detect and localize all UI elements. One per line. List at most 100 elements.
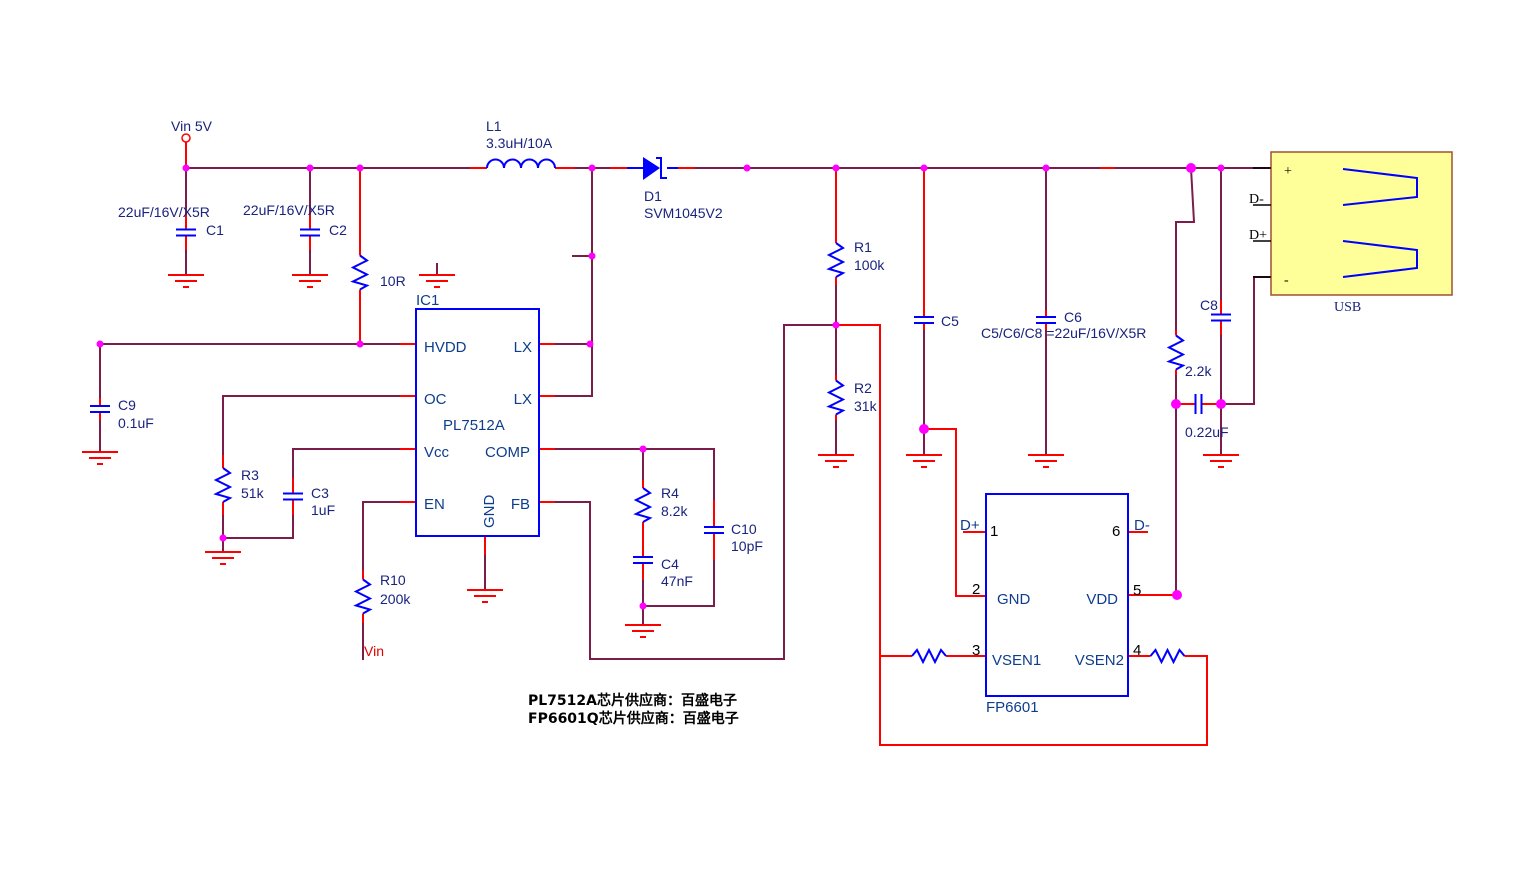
ground-icon	[1203, 443, 1239, 468]
junction-dot	[832, 321, 840, 329]
ground-icon	[1028, 443, 1064, 468]
r-2k2-value: 2.2k	[1185, 363, 1212, 379]
r3-value: 51k	[241, 485, 265, 501]
junction-dot	[1171, 399, 1181, 409]
wire	[222, 395, 400, 455]
symbols	[82, 133, 1453, 697]
ic1-pin-hvdd: HVDD	[424, 339, 467, 356]
usb-connector-body	[1270, 151, 1453, 296]
ic2-pin-vsen2: VSEN2	[1075, 652, 1124, 669]
ground-icon	[467, 578, 503, 603]
vin-net-label: Vin	[364, 643, 384, 659]
ground-icon	[82, 440, 118, 465]
r-10r-value: 10R	[380, 273, 406, 289]
c2-value: 22uF/16V/X5R	[243, 202, 335, 218]
ic1-pin-gnd: GND	[481, 495, 498, 529]
junction-dot	[356, 164, 364, 172]
ic2-pin5-num: 5	[1133, 582, 1141, 599]
ic2-pin-vdd: VDD	[1086, 591, 1118, 608]
wire	[643, 560, 715, 607]
diode-d1-icon	[643, 157, 667, 180]
junction-dot	[639, 602, 647, 610]
junction-dot	[306, 164, 314, 172]
resistor-zigzag	[350, 254, 370, 291]
resistor-zigzag	[911, 647, 947, 665]
capacitor-c8-icon	[1211, 300, 1231, 335]
wire	[555, 448, 715, 500]
c2-ref: C2	[329, 222, 347, 238]
r4-ref: R4	[661, 485, 679, 501]
ic2-pin1-num: 1	[990, 523, 998, 540]
wire	[555, 324, 836, 660]
resistor-r1-icon	[826, 235, 846, 285]
capacitor-c1-icon	[176, 215, 196, 250]
usb-contact-icon	[1342, 168, 1418, 206]
capacitor-c9-icon	[90, 398, 110, 420]
ground-icon	[292, 263, 328, 288]
resistor-vsen2-icon	[1149, 647, 1186, 665]
resistor-zigzag	[1166, 334, 1186, 371]
usb-pin-plus: +	[1284, 164, 1292, 179]
r2-value: 31k	[854, 398, 878, 414]
wire	[362, 501, 400, 570]
c10-ref: C10	[731, 521, 757, 537]
resistor-r4-icon	[633, 480, 653, 530]
ground-icon	[205, 540, 241, 565]
r10-ref: R10	[380, 572, 406, 588]
ic2-pin4-num: 4	[1133, 642, 1141, 659]
c-022-value: 0.22uF	[1185, 424, 1229, 440]
c3-ref: C3	[311, 485, 329, 501]
d1-value: SVM1045V2	[644, 205, 723, 221]
c8-ref: C8	[1200, 297, 1218, 313]
junction-dot	[1186, 163, 1196, 173]
ic1-pin-comp: COMP	[485, 444, 530, 461]
junction-dot	[96, 340, 104, 348]
wire	[1175, 167, 1196, 330]
c9-ref: C9	[118, 397, 136, 413]
ic2-part: FP6601	[986, 699, 1039, 716]
junctions	[96, 163, 1226, 610]
l1-value: 3.3uH/10A	[486, 135, 553, 151]
ic1-ref: IC1	[416, 292, 439, 309]
supplier-note-2: FP6601Q芯片供应商：百盛电子	[528, 710, 739, 727]
resistor-vsen1-icon	[910, 647, 948, 665]
ic1-pin-oc: OC	[424, 391, 447, 408]
junction-dot	[182, 164, 190, 172]
ic1-pin-lx2: LX	[514, 391, 532, 408]
schottky-bar	[656, 157, 667, 179]
ground-icon	[906, 443, 942, 468]
capacitor-c10-icon	[704, 500, 724, 560]
capacitor-022uf-icon	[1176, 394, 1221, 414]
capacitor-c4-icon	[633, 540, 653, 580]
ic1-pin-en: EN	[424, 496, 445, 513]
resistor-10r-icon	[350, 245, 370, 300]
ic1-pin-fb: FB	[511, 496, 530, 513]
usb-pin-dminus: D-	[1249, 192, 1264, 207]
l1-ref: L1	[486, 118, 502, 134]
resistor-r2-icon	[826, 375, 846, 420]
ground-icon	[818, 443, 854, 468]
c6-ref: C6	[1064, 309, 1082, 325]
capacitor-c2-icon	[300, 215, 320, 250]
junction-dot	[1217, 164, 1225, 172]
ic2-pin6-num: 6	[1112, 523, 1120, 540]
c1-ref: C1	[206, 222, 224, 238]
diode-triangle	[643, 157, 660, 180]
wire	[836, 324, 1208, 746]
usb-pin-dplus: D+	[1249, 228, 1267, 243]
resistor-zigzag	[213, 467, 233, 503]
resistor-zigzag	[353, 578, 373, 615]
ic2-net-dplus: D+	[960, 517, 980, 534]
supplier-note-1: PL7512A芯片供应商：百盛电子	[528, 692, 737, 709]
r3-ref: R3	[241, 467, 259, 483]
inductor-coil	[486, 158, 556, 169]
vin-terminal-icon	[181, 133, 191, 143]
capacitor-c6-icon	[1036, 310, 1056, 330]
ic1-part: PL7512A	[443, 417, 505, 434]
ic2-pin3-num: 3	[972, 642, 980, 659]
d1-ref: D1	[644, 188, 662, 204]
resistor-zigzag	[826, 242, 846, 278]
c10-value: 10pF	[731, 538, 763, 554]
ic1-pin-vcc: Vcc	[424, 444, 450, 461]
